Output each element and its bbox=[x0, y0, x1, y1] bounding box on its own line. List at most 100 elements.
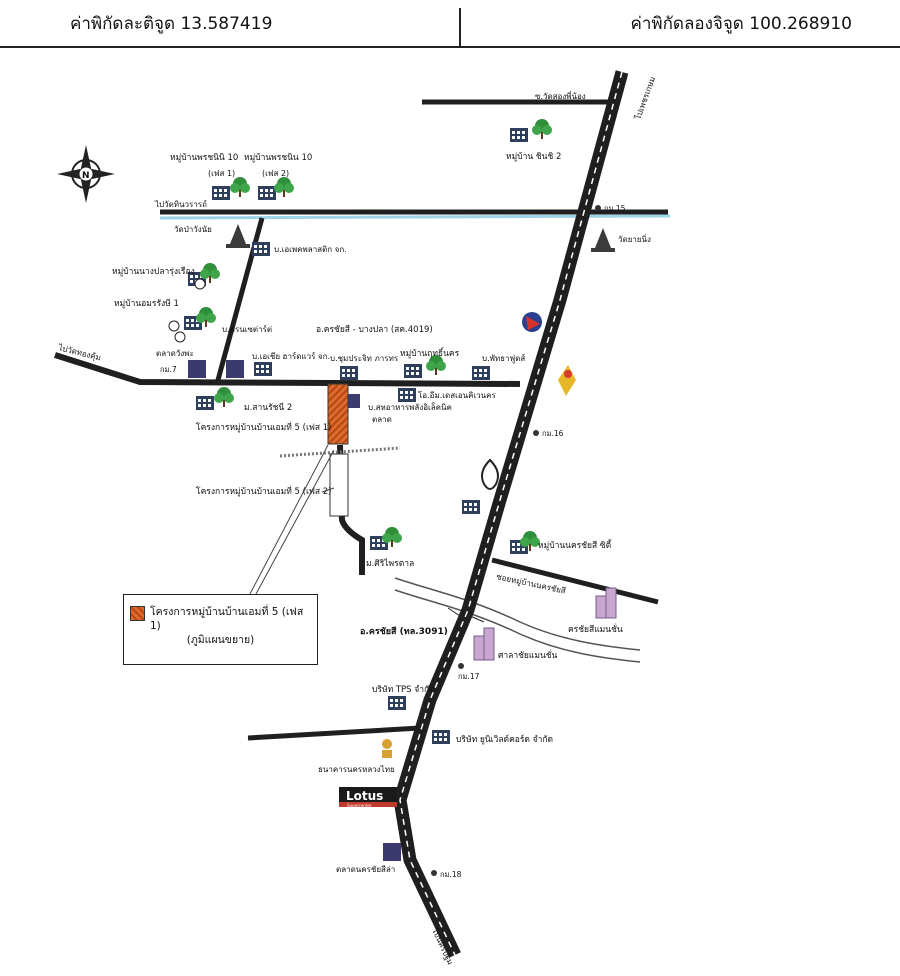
compass-label: N bbox=[82, 171, 90, 181]
legend-swatch-icon bbox=[130, 606, 145, 621]
label-road-3091: อ.ครชัยสี (ทล.3091) bbox=[360, 626, 448, 637]
callout-phase2 bbox=[321, 487, 335, 493]
label-condo-right: ครชัยสีแมนชั่น bbox=[568, 623, 623, 635]
label-road-top: ซ.วัดสองพี่น้อง bbox=[535, 90, 586, 101]
location-map: N bbox=[54, 70, 671, 966]
label-km17: กม.17 bbox=[458, 672, 480, 681]
factory-apec-icon bbox=[252, 242, 270, 256]
callout-line-1 bbox=[249, 444, 329, 595]
village-top-phase1-tree-icon bbox=[230, 177, 250, 197]
lotus-logo-stripe bbox=[339, 802, 397, 807]
marker-1-icon bbox=[194, 278, 206, 290]
label-market-bottom: ตลาดนครชัยสีล่า bbox=[336, 865, 395, 874]
label-km18: กม.18 bbox=[440, 870, 462, 879]
bank-logo-icon bbox=[382, 739, 392, 758]
road-lower-left bbox=[247, 725, 421, 741]
gas-station-icon bbox=[462, 500, 480, 514]
market-left2-icon bbox=[226, 360, 244, 378]
label-factory-right: บ.พัทธาฟูดส์ bbox=[482, 353, 525, 364]
label-temple-right: วัดยายนิ่ง bbox=[618, 233, 651, 244]
village-top-phase2-tree-icon bbox=[274, 177, 294, 197]
canal-line bbox=[159, 214, 671, 220]
label-village-ritthi: หมู่บ้านฤทธิ์นคร bbox=[400, 347, 460, 359]
label-project-phase2: โครงการหมู่บ้านบ้านเอมที่ 5 (เฟส 2) bbox=[196, 485, 332, 497]
label-market-mid: ตลาด bbox=[372, 415, 392, 424]
village-chinnchi-building-icon bbox=[510, 128, 528, 142]
village-chinnchi-tree-icon bbox=[532, 119, 552, 139]
label-road-right-top: ไปเพชรเกษม bbox=[633, 75, 657, 121]
arrow-3091-left bbox=[447, 607, 467, 621]
factory-right-icon bbox=[472, 366, 490, 380]
temple-left-icon bbox=[226, 224, 250, 248]
label-village-nangpla: หมู่บ้านนางปลารุ่งเรือง bbox=[112, 266, 195, 277]
company-tps-icon bbox=[388, 696, 406, 710]
km18-marker-icon bbox=[431, 870, 437, 876]
temple-right-icon bbox=[591, 228, 615, 252]
market-left-icon bbox=[188, 360, 206, 378]
road-soi-village bbox=[491, 557, 659, 605]
longitude-text: ค่าพิกัดลองจิจูด 100.268910 bbox=[630, 14, 853, 34]
village-ritthi-icon bbox=[404, 364, 422, 378]
label-village-chinnchi: หมู่บ้าน ชินชิ 2 bbox=[506, 151, 561, 162]
label-village-amnuai: ม.สานรัชนี 2 bbox=[244, 402, 292, 413]
label-road-4019: อ.ครชัยสี - บางปลา (สค.4019) bbox=[316, 324, 433, 335]
lotus-logo-sub: Supercenter bbox=[347, 803, 372, 808]
marker-3-icon bbox=[168, 320, 180, 332]
label-village-siri: ม.ศิริไพรตาล bbox=[366, 558, 414, 569]
factory-pong-icon bbox=[340, 366, 358, 380]
label-factory-vendor: บ.ครนเซต่าร์ต่ bbox=[222, 324, 272, 334]
label-phase1: (เฟส 1) bbox=[208, 169, 235, 178]
label-km16: กม.16 bbox=[542, 429, 564, 438]
project-site-phase2 bbox=[329, 453, 349, 517]
label-phase2: (เฟส 2) bbox=[262, 169, 289, 178]
label-condo-left: ศาลาชัยแมนชั่น bbox=[498, 649, 558, 661]
ptt-logo-icon bbox=[522, 312, 542, 332]
marker-2-icon bbox=[174, 331, 186, 343]
condo-left-icon-b bbox=[483, 627, 495, 661]
legend-line2: (ภูมิแผนขยาย) bbox=[186, 634, 255, 646]
label-village-aonrangsi: หมู่บ้านอมรรังษี 1 bbox=[114, 298, 179, 309]
label-company-tps: บริษัท TPS จำกัด bbox=[372, 685, 435, 695]
shrine-icon bbox=[558, 365, 576, 396]
river-lower bbox=[394, 577, 641, 651]
market-mid-icon bbox=[348, 394, 360, 408]
compass-icon bbox=[57, 145, 115, 203]
condo-right-icon bbox=[595, 595, 607, 619]
bank-building-icon bbox=[481, 458, 499, 490]
project-site-phase1 bbox=[327, 383, 349, 445]
main-highway bbox=[393, 70, 629, 958]
label-village-top-b: หมู่บ้านพรชนิน 10 bbox=[244, 152, 312, 163]
km17-marker-icon bbox=[458, 663, 464, 669]
label-canal-left: ไปวัดทินวรารถ์ bbox=[154, 199, 207, 209]
market-bottom-icon bbox=[383, 843, 401, 861]
label-factory-pong: บ.ชุมประจิท ภารทร bbox=[330, 354, 399, 363]
km16-marker-icon bbox=[533, 430, 539, 436]
header-divider bbox=[459, 8, 461, 48]
label-village-nakhon: หมู่บ้านนครชัยสี ซิตี้ bbox=[538, 539, 612, 551]
factory-asia-icon bbox=[254, 362, 272, 376]
project-access-road bbox=[337, 444, 365, 575]
label-factory-food: บ.สหอาหารพลังอิเล็คนิค bbox=[368, 402, 452, 412]
km15-marker-icon bbox=[595, 205, 601, 211]
label-factory-asia: บ.เอเชีย ฮาร์ดแวร์ จก. bbox=[252, 351, 330, 361]
label-factory-apec: บ.เอเพคพลาสติก จก. bbox=[274, 245, 347, 254]
rail-line bbox=[279, 446, 401, 458]
highway-marking bbox=[399, 71, 623, 956]
company-dev-icon bbox=[398, 388, 416, 402]
village-amnuai-tree-icon bbox=[214, 387, 234, 407]
label-km-left: กม.7 bbox=[160, 365, 177, 374]
legend-line1: โครงการหมู่บ้านบ้านเอมที่ 5 (เฟส 1) bbox=[150, 606, 304, 632]
condo-left-icon bbox=[473, 635, 485, 661]
label-company-uni: บริษัท ยูนิเวิลด์คอร์ด จำกัด bbox=[456, 734, 553, 745]
label-village-top: หมู่บ้านพรชนินิ 10 bbox=[170, 152, 238, 163]
coordinate-header: ค่าพิกัดละติจูด 13.587419 ค่าพิกัดลองจิจ… bbox=[0, 0, 900, 48]
village-top-phase2-icon bbox=[258, 186, 276, 200]
village-amnuai-icon bbox=[196, 396, 214, 410]
arrow-3091-right bbox=[469, 615, 485, 623]
label-bank: ธนาคารนครหลวงไทย bbox=[318, 765, 395, 774]
village-top-phase1-icon bbox=[212, 186, 230, 200]
river-lower-2 bbox=[394, 589, 641, 663]
latitude-text: ค่าพิกัดละติจูด 13.587419 bbox=[70, 14, 273, 34]
label-temple-left: วัดป่าวังนัย bbox=[174, 225, 212, 234]
label-company-dev: โอ.อีม.เดสเอนคิเวนคร bbox=[418, 390, 496, 400]
